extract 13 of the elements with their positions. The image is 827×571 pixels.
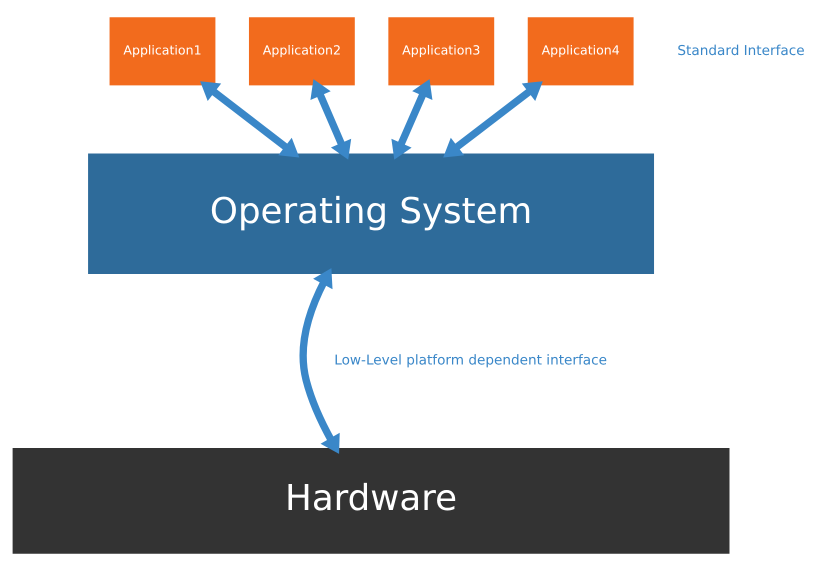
node-box: Operating System [88, 153, 654, 274]
label: Low-Level platform dependent interface [334, 352, 608, 369]
node-box: Application2 [248, 17, 355, 86]
node-box: Application4 [528, 17, 634, 86]
arrow [200, 81, 300, 158]
arrow [391, 79, 432, 160]
node-box: Hardware [12, 448, 730, 554]
node-box: Application1 [110, 17, 216, 86]
label: Standard Interface [677, 42, 805, 59]
arrow [300, 268, 340, 454]
arrow [443, 81, 543, 158]
arrow [310, 79, 352, 160]
node-box: Application3 [388, 17, 494, 86]
